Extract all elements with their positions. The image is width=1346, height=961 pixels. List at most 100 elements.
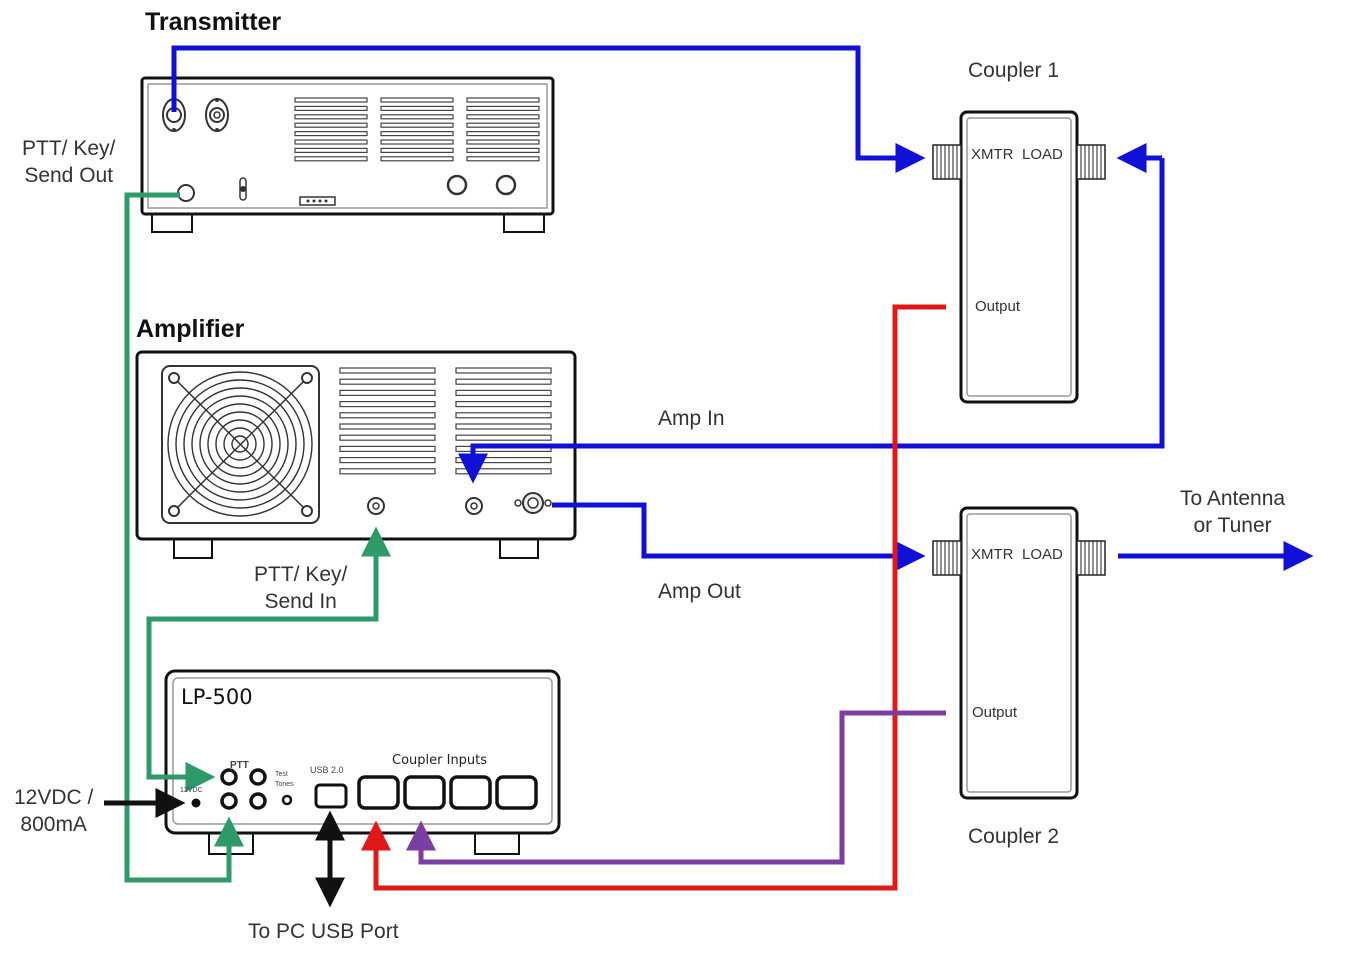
vent-slot <box>294 105 368 112</box>
lp500-usb-port <box>314 783 348 809</box>
transmitter-vents <box>294 97 540 162</box>
vent-slot <box>380 156 454 162</box>
vent-slot <box>339 367 436 374</box>
amplifier <box>135 350 577 559</box>
lp500-test-tones-jack <box>281 794 293 806</box>
amp-out-label: Amp Out <box>658 580 741 603</box>
connection-coupler2-output-to-lp500 <box>406 710 946 865</box>
lp500-power-jack <box>191 798 201 808</box>
lp500-title: LP-500 <box>181 685 253 709</box>
fan-ring <box>183 387 297 501</box>
vent-slot <box>466 97 540 103</box>
amplifier-foot-right <box>499 537 539 559</box>
vent-slot <box>455 457 552 464</box>
lp500-foot-right <box>474 831 520 855</box>
coupler-input-port-1 <box>357 775 400 810</box>
fan-grille <box>161 365 320 524</box>
coupler-1-title: Coupler 1 <box>968 59 1060 82</box>
coupler-input-port-4 <box>495 775 538 810</box>
to-antenna-label: To Antenna or Tuner <box>1180 487 1286 537</box>
amplifier-vents <box>339 367 552 475</box>
vent-slot <box>339 468 436 475</box>
lp500-coupler-inputs-label: Coupler Inputs <box>392 753 488 768</box>
transmitter-panel <box>147 83 548 209</box>
amp-in-label: Amp In <box>658 407 725 430</box>
vent-slot <box>455 434 552 441</box>
coupler-1 <box>932 110 1106 404</box>
vent-slot <box>339 401 436 408</box>
coupler-xmtr-connector <box>932 144 962 180</box>
fan-ring <box>207 411 273 477</box>
coupler-1-load-label: LOAD <box>1022 146 1063 163</box>
lp500-ptt-jack-1 <box>220 768 238 786</box>
vent-slot <box>455 367 552 374</box>
transmitter-ground-post <box>239 177 247 201</box>
connections <box>104 45 1314 908</box>
vent-slot <box>339 378 436 385</box>
transmitter-title: Transmitter <box>145 8 282 36</box>
coupler-1-output-label: Output <box>975 298 1021 315</box>
amplifier-title: Amplifier <box>136 315 245 343</box>
vent-slot <box>339 434 436 441</box>
vent-slot <box>466 147 540 153</box>
fan-ring <box>223 427 257 461</box>
coupler-input-port-2 <box>403 775 446 810</box>
connection-amp-out-to-coupler2 <box>552 502 926 571</box>
amplifier-rf-in-jack <box>465 497 483 515</box>
connection-xmtr-to-coupler1 <box>171 45 926 173</box>
vent-slot <box>455 468 552 475</box>
vent-slot <box>466 122 540 128</box>
vent-slot <box>466 105 540 112</box>
vent-slot <box>294 114 368 120</box>
vent-slot <box>294 139 368 145</box>
ptt-send-in-label: PTT/ Key/ Send In <box>254 563 348 613</box>
connection-coupler1-output-to-lp500 <box>361 304 946 891</box>
connection-xmtr-ptt-to-lp500 <box>124 192 244 883</box>
lp500-ptt-jack-2 <box>249 768 267 786</box>
fan-ring <box>199 403 281 485</box>
vent-slot <box>294 131 368 137</box>
vent-slot <box>294 122 368 128</box>
coupler-2-title: Coupler 2 <box>968 825 1060 848</box>
vent-slot <box>294 156 368 162</box>
vent-slot <box>466 131 540 137</box>
coupler-input-port-3 <box>449 775 492 810</box>
coupler-body <box>959 110 1079 404</box>
vent-slot <box>380 147 454 153</box>
coupler-load-connector <box>1076 144 1106 180</box>
vent-slot <box>455 378 552 385</box>
lp500 <box>164 669 561 855</box>
vent-slot <box>380 114 454 120</box>
vent-slot <box>380 97 454 103</box>
fan-ring <box>191 395 289 493</box>
vent-slot <box>466 139 540 145</box>
coupler-1-xmtr-label: XMTR <box>971 146 1014 163</box>
coupler-body <box>959 506 1079 800</box>
transmitter-port-strip <box>299 196 336 206</box>
coupler-2-xmtr-label: XMTR <box>971 546 1014 563</box>
lp500-12vdc-label: 12VDC <box>180 787 203 794</box>
fan-ring <box>167 371 313 517</box>
coupler-load-connector <box>1076 540 1106 576</box>
power-label: 12VDC / 800mA <box>14 786 94 836</box>
transmitter-ptt-jack <box>177 184 195 202</box>
vent-slot <box>466 114 540 120</box>
vent-slot <box>466 156 540 162</box>
transmitter-aux-connector <box>205 98 229 132</box>
vent-slot <box>455 412 552 419</box>
transmitter-foot-left <box>151 213 193 233</box>
transmitter-jack-2 <box>495 174 517 196</box>
vent-slot <box>339 423 436 430</box>
lp500-ptt-label: PTT <box>230 760 249 771</box>
connection-lp500-ptt-to-amp <box>146 542 379 780</box>
fan-ring <box>215 419 265 469</box>
vent-slot <box>380 139 454 145</box>
vent-slot <box>455 401 552 408</box>
lp500-ptt-jack-4 <box>249 792 267 810</box>
coupler-2-output-label: Output <box>972 704 1018 721</box>
transmitter-foot-right <box>503 213 545 233</box>
coupler-panel <box>966 513 1072 793</box>
vent-slot <box>294 97 368 103</box>
amplifier-rf-out-connector <box>514 492 552 514</box>
connection-coupler1-load-to-amp-in <box>458 158 1165 484</box>
